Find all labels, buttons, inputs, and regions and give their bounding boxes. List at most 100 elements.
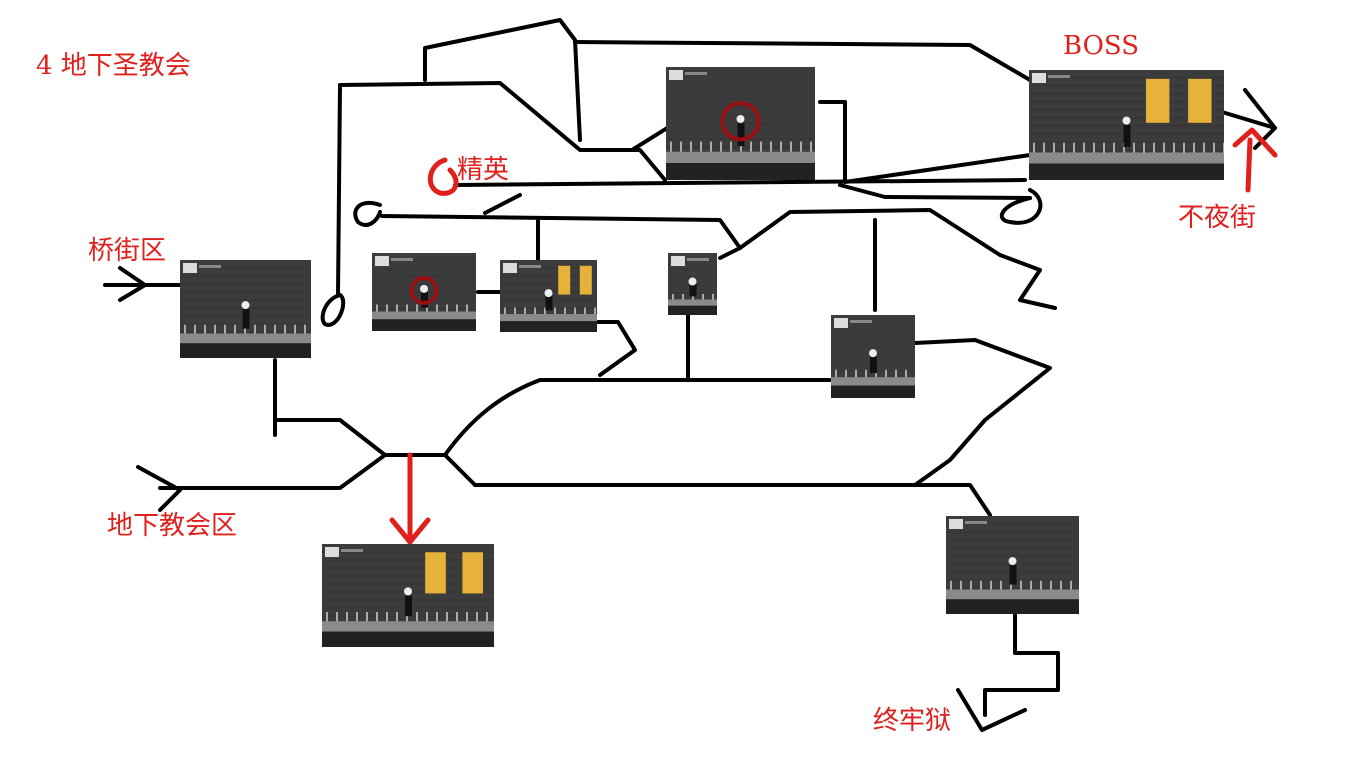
railing-post <box>294 324 296 334</box>
room-thumbnail <box>668 253 717 315</box>
character-body <box>870 356 877 374</box>
room-scene <box>946 516 1079 614</box>
elite-label: 精英 <box>457 155 510 185</box>
railing-post <box>584 307 586 314</box>
railing-post <box>875 369 877 378</box>
railing-post <box>1093 142 1095 153</box>
railing-post <box>456 304 458 312</box>
railing-post <box>406 304 408 312</box>
railing-post <box>750 141 752 152</box>
map-path <box>158 453 387 490</box>
map-path <box>118 266 147 302</box>
railing-post <box>386 611 388 622</box>
railing-post <box>1033 142 1035 153</box>
hud-portrait <box>503 263 517 273</box>
railing-post <box>960 580 962 590</box>
room-floor <box>946 589 1079 600</box>
room-thumbnail <box>180 260 311 358</box>
railing-post <box>194 324 196 334</box>
map-path <box>273 418 447 457</box>
hud-portrait <box>669 70 683 80</box>
room-base <box>831 385 915 398</box>
railing-post <box>376 304 378 312</box>
railing-post <box>835 369 837 378</box>
room-floor <box>831 377 915 386</box>
railing-post <box>244 324 246 334</box>
stained-window <box>558 265 571 295</box>
railing-post <box>486 611 488 622</box>
railing-post <box>970 580 972 590</box>
map-path <box>913 483 992 517</box>
railing-post <box>1010 580 1012 590</box>
railing-post <box>446 304 448 312</box>
character-head <box>404 587 412 596</box>
hud-portrait <box>325 547 339 557</box>
hud-portrait <box>375 256 389 266</box>
room-scene <box>1029 70 1224 180</box>
railing-post <box>810 141 812 152</box>
hud-bar <box>687 258 709 261</box>
railing-post <box>564 307 566 314</box>
map-path <box>453 178 1027 187</box>
character-head <box>1122 116 1131 125</box>
railing-post <box>885 369 887 378</box>
elite-aura <box>409 275 439 305</box>
railing-post <box>700 141 702 152</box>
railing-post <box>1070 580 1072 590</box>
character-head <box>869 349 877 358</box>
stained-window <box>425 552 446 594</box>
railing-post <box>1073 142 1075 153</box>
room-floor <box>372 311 476 320</box>
railing-post <box>790 141 792 152</box>
room-scene <box>668 253 717 315</box>
hud-bar <box>1048 75 1070 78</box>
hud-portrait <box>183 263 197 273</box>
bridge-street-label: 桥街区 <box>88 236 167 266</box>
room-thumbnail <box>831 315 915 398</box>
room-floor <box>180 333 311 344</box>
map-path <box>596 320 637 377</box>
railing-post <box>396 611 398 622</box>
railing-post <box>770 141 772 152</box>
room-base <box>1029 163 1224 180</box>
railing-post <box>720 141 722 152</box>
character-body <box>405 595 412 617</box>
railing-post <box>274 324 276 334</box>
railing-post <box>990 580 992 590</box>
room-base <box>180 343 311 358</box>
room-thumbnail <box>500 260 597 332</box>
railing-post <box>426 304 428 312</box>
railing-post <box>702 293 704 300</box>
room-scene <box>322 544 494 647</box>
character-body <box>545 296 553 311</box>
room-scene <box>180 260 311 358</box>
railing-post <box>1223 142 1224 153</box>
railing-post <box>845 369 847 378</box>
room-base <box>668 305 717 315</box>
map-path <box>718 246 742 260</box>
map-path <box>838 183 1032 200</box>
railing-post <box>710 141 712 152</box>
railing-post <box>1063 142 1065 153</box>
railing-post <box>254 324 256 334</box>
map-path <box>443 453 477 487</box>
map-path <box>338 81 667 182</box>
character-body <box>1123 125 1131 147</box>
railing-post <box>476 611 478 622</box>
room-thumbnail <box>372 253 476 331</box>
boss-label: BOSS <box>1063 31 1140 61</box>
railing-post <box>376 611 378 622</box>
final-prison-label: 终牢狱 <box>873 706 952 736</box>
railing-post <box>865 369 867 378</box>
room-base <box>946 599 1079 614</box>
railing-post <box>680 141 682 152</box>
railing-post <box>670 141 672 152</box>
map-path <box>320 293 346 327</box>
railing-post <box>800 141 802 152</box>
railing-post <box>544 307 546 314</box>
railing-post <box>1133 142 1135 153</box>
railing-post <box>234 324 236 334</box>
railing-post <box>1123 142 1125 153</box>
map-path <box>353 201 382 227</box>
